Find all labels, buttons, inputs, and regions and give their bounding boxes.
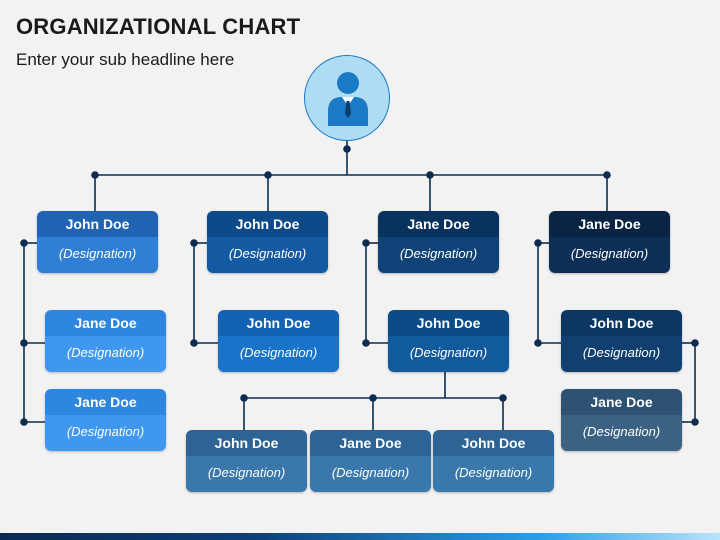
person-with-tie-icon [328,72,368,126]
card-name: John Doe [218,310,339,336]
org-card-col1-member-1[interactable]: Jane Doe (Designation) [45,310,166,372]
card-name: John Doe [207,211,328,237]
org-card-col1-head[interactable]: John Doe (Designation) [37,211,158,273]
org-card-col1-member-2[interactable]: Jane Doe (Designation) [45,389,166,451]
card-name: Jane Doe [378,211,499,237]
card-designation: (Designation) [378,237,499,273]
page-title: ORGANIZATIONAL CHART [16,14,301,39]
card-designation: (Designation) [218,336,339,372]
org-card-col4-head[interactable]: Jane Doe (Designation) [549,211,670,273]
org-card-col4-member-2[interactable]: Jane Doe (Designation) [561,389,682,451]
card-name: John Doe [186,430,307,456]
org-card-col3-sub-3[interactable]: John Doe (Designation) [433,430,554,492]
card-name: Jane Doe [561,389,682,415]
card-name: John Doe [561,310,682,336]
card-name: Jane Doe [45,389,166,415]
page-subtitle: Enter your sub headline here [16,50,235,69]
card-designation: (Designation) [207,237,328,273]
org-card-col3-head[interactable]: Jane Doe (Designation) [378,211,499,273]
card-name: Jane Doe [310,430,431,456]
bottom-accent-bar [0,533,720,540]
root-avatar[interactable] [304,55,390,141]
org-card-col2-member-1[interactable]: John Doe (Designation) [218,310,339,372]
card-name: Jane Doe [549,211,670,237]
card-name: John Doe [37,211,158,237]
org-card-col3-sub-2[interactable]: Jane Doe (Designation) [310,430,431,492]
card-name: John Doe [388,310,509,336]
org-card-col4-member-1[interactable]: John Doe (Designation) [561,310,682,372]
card-designation: (Designation) [549,237,670,273]
card-designation: (Designation) [561,415,682,451]
card-designation: (Designation) [186,456,307,492]
org-card-col3-member-1[interactable]: John Doe (Designation) [388,310,509,372]
card-designation: (Designation) [561,336,682,372]
card-designation: (Designation) [388,336,509,372]
card-designation: (Designation) [310,456,431,492]
card-designation: (Designation) [45,415,166,451]
org-card-col3-sub-1[interactable]: John Doe (Designation) [186,430,307,492]
card-designation: (Designation) [433,456,554,492]
card-name: John Doe [433,430,554,456]
org-card-col2-head[interactable]: John Doe (Designation) [207,211,328,273]
card-designation: (Designation) [37,237,158,273]
card-designation: (Designation) [45,336,166,372]
card-name: Jane Doe [45,310,166,336]
